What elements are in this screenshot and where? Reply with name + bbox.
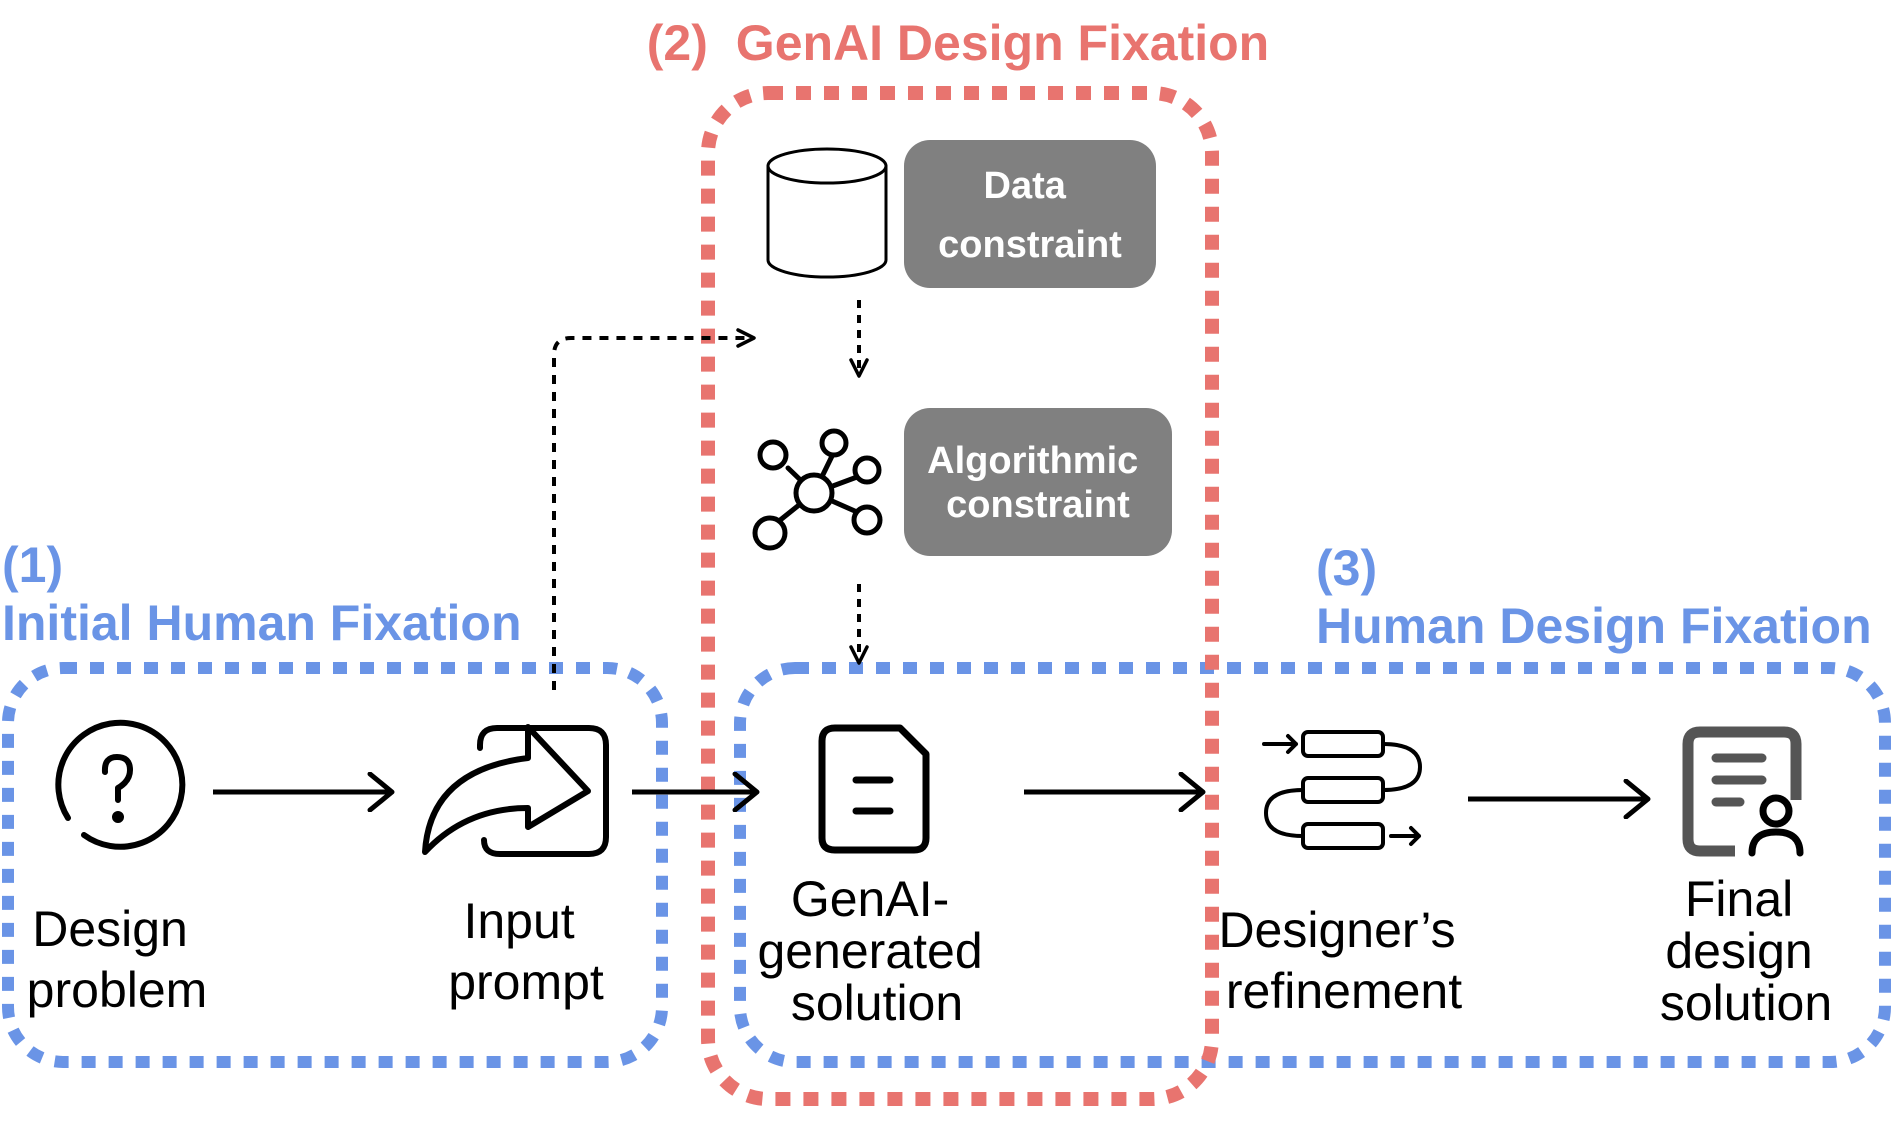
- input-prompt-label: Input prompt: [448, 893, 604, 1010]
- share-prompt-icon: [422, 724, 609, 857]
- initial-fixation-region: [2, 662, 668, 1068]
- final-solution-line1: Final: [1685, 871, 1793, 927]
- design-problem-line1: Design: [32, 901, 188, 957]
- final-solution-line3: solution: [1660, 975, 1832, 1031]
- genai-solution-line1: GenAI-: [791, 871, 949, 927]
- data-constraint-line2: constraint: [938, 224, 1122, 266]
- genai-solution-line3: solution: [791, 975, 963, 1031]
- refinement-label: Designer’s refinement: [1218, 902, 1469, 1019]
- database-icon: [766, 147, 888, 279]
- question-icon: [55, 719, 186, 850]
- refinement-icon: [1262, 730, 1422, 850]
- human-fixation-number: (3): [1316, 540, 1377, 596]
- algorithmic-constraint-label: Algorithmic constraint: [927, 440, 1149, 526]
- input-prompt-line2: prompt: [448, 954, 604, 1010]
- data-constraint-line1: Data: [984, 165, 1067, 207]
- algorithmic-constraint-line2: constraint: [946, 484, 1130, 526]
- final-solution-line2: design: [1665, 923, 1812, 979]
- algorithmic-constraint-line1: Algorithmic: [927, 440, 1138, 482]
- genai-fixation-number: (2): [647, 15, 708, 71]
- human-fixation-region: [734, 662, 1891, 1068]
- refinement-line2: refinement: [1226, 963, 1462, 1019]
- initial-fixation-title: Initial Human Fixation: [2, 595, 521, 651]
- final-solution-label: Final design solution: [1660, 871, 1832, 1031]
- data-constraint-box: [904, 140, 1156, 288]
- data-constraint-label: Data constraint: [938, 165, 1122, 266]
- design-problem-line2: problem: [27, 962, 208, 1018]
- design-problem-label: Design problem: [27, 901, 208, 1018]
- network-icon: [752, 428, 883, 551]
- document-icon: [818, 724, 930, 854]
- genai-solution-label: GenAI- generated solution: [757, 871, 996, 1031]
- prompt-to-genai-arrow: [552, 328, 756, 690]
- genai-fixation-name: GenAI Design Fixation: [736, 15, 1269, 71]
- refinement-line1: Designer’s: [1218, 902, 1455, 958]
- genai-fixation-title: (2) GenAI Design Fixation: [647, 15, 1269, 71]
- initial-fixation-number: (1): [2, 537, 63, 593]
- genai-solution-line2: generated: [757, 923, 982, 979]
- input-prompt-line1: Input: [463, 893, 574, 949]
- certificate-icon: [1682, 726, 1804, 857]
- human-fixation-title: Human Design Fixation: [1316, 598, 1872, 654]
- algorithmic-constraint-box: [904, 408, 1172, 556]
